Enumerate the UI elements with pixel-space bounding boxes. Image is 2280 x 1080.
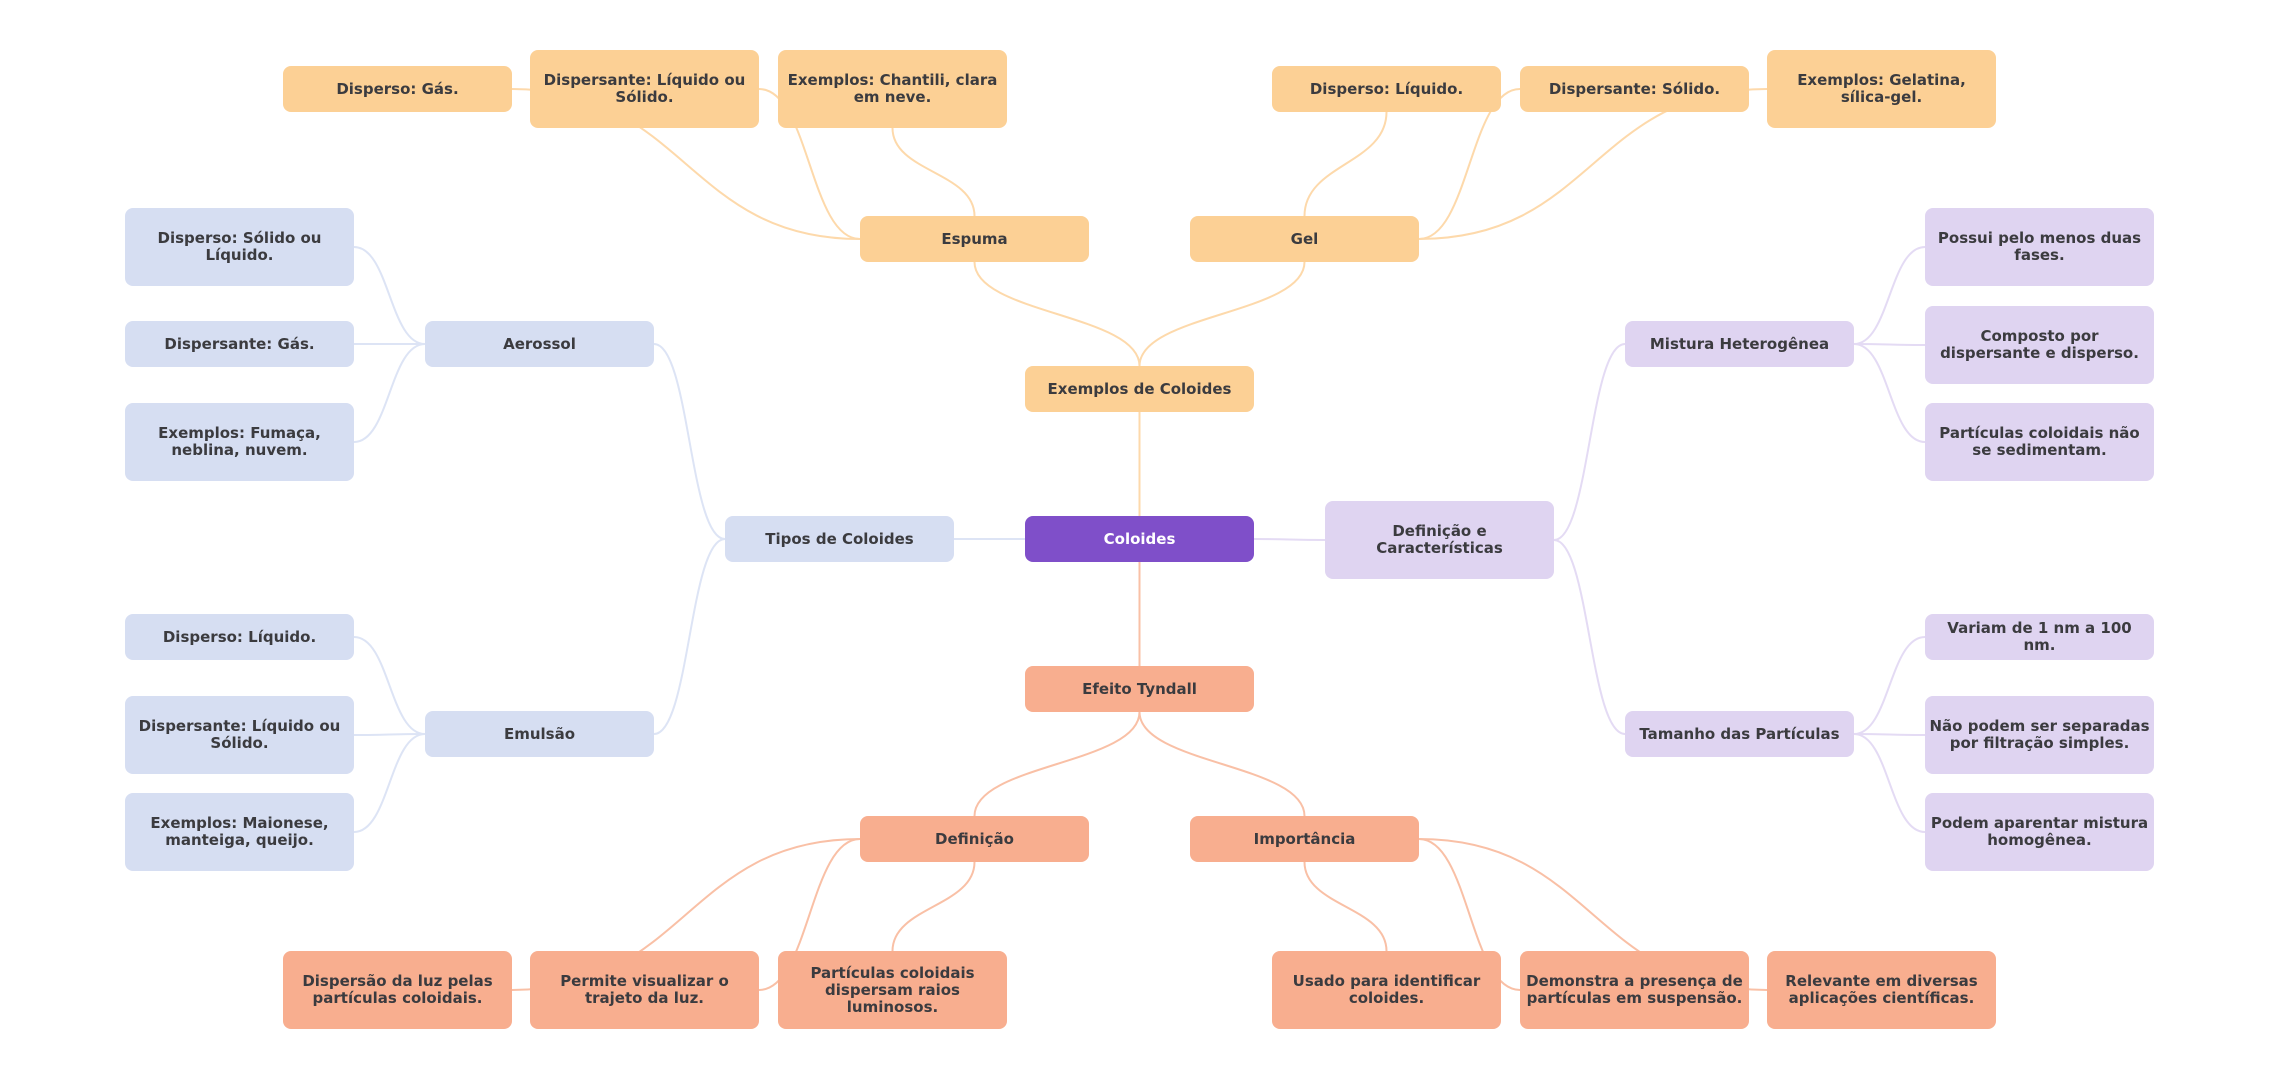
- node-label: Não podem ser separadas por filtração si…: [1929, 717, 2150, 752]
- connector-emulsao-to-emu-1: [353, 636, 426, 735]
- node-definicao[interactable]: Definição: [860, 816, 1089, 862]
- connector-mistura-to-mis-1: [1853, 246, 1926, 345]
- leaf-node-importancia-aplicacoes[interactable]: Relevante em diversas aplicações científ…: [1767, 951, 1996, 1029]
- leaf-node-mistura-fases[interactable]: Possui pelo menos duas fases.: [1925, 208, 2154, 286]
- node-label: Partículas coloidais não se sedimentam.: [1939, 424, 2140, 459]
- node-label: Permite visualizar o trajeto da luz.: [560, 972, 729, 1007]
- branch-node-exemplos-de-coloides[interactable]: Exemplos de Coloides: [1025, 366, 1254, 412]
- connector-exemplos-to-espuma: [973, 261, 1141, 367]
- connector-def-to-tamanho: [1553, 539, 1626, 735]
- leaf-node-mistura-sedimentam[interactable]: Partículas coloidais não se sedimentam.: [1925, 403, 2154, 481]
- node-label: Variam de 1 nm a 100 nm.: [1947, 619, 2132, 654]
- leaf-node-emulsao-disperso[interactable]: Disperso: Líquido.: [125, 614, 354, 660]
- connector-tamanho-to-tam-3: [1853, 733, 1926, 833]
- node-label: Disperso: Sólido ou Líquido.: [157, 229, 322, 264]
- leaf-node-espuma-disperso[interactable]: Disperso: Gás.: [283, 66, 512, 112]
- node-label: Definição: [935, 829, 1014, 848]
- node-label: Composto por dispersante e disperso.: [1940, 327, 2139, 362]
- node-label: Exemplos: Fumaça, neblina, nuvem.: [158, 424, 321, 459]
- node-label: Mistura Heterogênea: [1649, 334, 1830, 353]
- leaf-node-emulsao-exemplos[interactable]: Exemplos: Maionese, manteiga, queijo.: [125, 793, 354, 871]
- connector-tyndall-to-timp: [1138, 711, 1306, 817]
- node-label: Dispersante: Líquido ou Sólido.: [138, 717, 341, 752]
- connector-tipos-to-aerossol: [653, 343, 726, 540]
- connector-tyndall-to-tdef: [973, 711, 1141, 817]
- node-label: Possui pelo menos duas fases.: [1937, 229, 2142, 264]
- leaf-node-tamanho-homogenea[interactable]: Podem aparentar mistura homogênea.: [1925, 793, 2154, 871]
- node-label: Importância: [1253, 829, 1356, 848]
- node-aerossol[interactable]: Aerossol: [425, 321, 654, 367]
- root-node-coloides[interactable]: Coloides: [1025, 516, 1254, 562]
- node-label: Emulsão: [503, 724, 576, 743]
- connector-gel-to-gel-1: [1303, 111, 1388, 217]
- node-label: Partículas coloidais dispersam raios lum…: [810, 963, 975, 1016]
- connector-tamanho-to-tam-2: [1853, 733, 1926, 736]
- leaf-node-tamanho-variam[interactable]: Variam de 1 nm a 100 nm.: [1925, 614, 2154, 660]
- connector-emulsao-to-emu-2: [353, 733, 426, 736]
- node-label: Dispersante: Gás.: [164, 334, 315, 353]
- node-label: Tipos de Coloides: [765, 529, 914, 548]
- branch-node-definicao-e-caracteristicas[interactable]: Definição e Características: [1325, 501, 1554, 579]
- leaf-node-importancia-suspensao[interactable]: Demonstra a presença de partículas em su…: [1520, 951, 1749, 1029]
- node-label: Demonstra a presença de partículas em su…: [1526, 972, 1743, 1007]
- leaf-node-definicao-dispersao[interactable]: Dispersão da luz pelas partículas coloid…: [283, 951, 512, 1029]
- connector-timp-to-timp-1: [1303, 861, 1388, 952]
- node-label: Disperso: Gás.: [336, 79, 459, 98]
- connector-aerossol-to-aer-3: [353, 343, 426, 443]
- leaf-node-importancia-identificar[interactable]: Usado para identificar coloides.: [1272, 951, 1501, 1029]
- branch-node-tipos-de-coloides[interactable]: Tipos de Coloides: [725, 516, 954, 562]
- connector-mistura-to-mis-2: [1853, 343, 1926, 346]
- leaf-node-gel-disperso[interactable]: Disperso: Líquido.: [1272, 66, 1501, 112]
- connector-espuma-to-esp-3: [891, 127, 976, 217]
- leaf-node-gel-dispersante[interactable]: Dispersante: Sólido.: [1520, 66, 1749, 112]
- node-gel[interactable]: Gel: [1190, 216, 1419, 262]
- node-label: Gel: [1290, 229, 1319, 248]
- node-label: Dispersante: Sólido.: [1548, 79, 1721, 98]
- leaf-node-definicao-trajeto[interactable]: Permite visualizar o trajeto da luz.: [530, 951, 759, 1029]
- node-mistura-heterogenea[interactable]: Mistura Heterogênea: [1625, 321, 1854, 367]
- connector-exemplos-to-gel: [1138, 261, 1306, 367]
- connector-root-to-def: [1253, 538, 1326, 541]
- connector-mistura-to-mis-3: [1853, 343, 1926, 443]
- node-label: Relevante em diversas aplicações científ…: [1785, 972, 1978, 1007]
- node-espuma[interactable]: Espuma: [860, 216, 1089, 262]
- connector-emulsao-to-emu-3: [353, 733, 426, 833]
- node-label: Dispersante: Líquido ou Sólido.: [543, 71, 746, 106]
- node-label: Coloides: [1103, 529, 1176, 548]
- connector-aerossol-to-aer-1: [353, 246, 426, 345]
- connector-tipos-to-emulsao: [653, 538, 726, 735]
- leaf-node-espuma-exemplos[interactable]: Exemplos: Chantili, clara em neve.: [778, 50, 1007, 128]
- node-importancia[interactable]: Importância: [1190, 816, 1419, 862]
- leaf-node-aerossol-exemplos[interactable]: Exemplos: Fumaça, neblina, nuvem.: [125, 403, 354, 481]
- leaf-node-aerossol-dispersante[interactable]: Dispersante: Gás.: [125, 321, 354, 367]
- node-label: Usado para identificar coloides.: [1292, 972, 1481, 1007]
- node-label: Espuma: [941, 229, 1008, 248]
- node-label: Aerossol: [503, 334, 576, 353]
- node-label: Exemplos: Chantili, clara em neve.: [787, 71, 998, 106]
- node-label: Definição e Características: [1376, 522, 1503, 557]
- node-label: Dispersão da luz pelas partículas coloid…: [302, 972, 493, 1007]
- node-label: Disperso: Líquido.: [1309, 79, 1464, 98]
- leaf-node-mistura-composto[interactable]: Composto por dispersante e disperso.: [1925, 306, 2154, 384]
- leaf-node-gel-exemplos[interactable]: Exemplos: Gelatina, sílica-gel.: [1767, 50, 1996, 128]
- leaf-node-emulsao-dispersante[interactable]: Dispersante: Líquido ou Sólido.: [125, 696, 354, 774]
- node-label: Exemplos de Coloides: [1047, 379, 1232, 398]
- leaf-node-aerossol-disperso[interactable]: Disperso: Sólido ou Líquido.: [125, 208, 354, 286]
- leaf-node-definicao-raios[interactable]: Partículas coloidais dispersam raios lum…: [778, 951, 1007, 1029]
- node-tamanho-das-particulas[interactable]: Tamanho das Partículas: [1625, 711, 1854, 757]
- node-label: Exemplos: Gelatina, sílica-gel.: [1797, 71, 1966, 106]
- leaf-node-espuma-dispersante[interactable]: Dispersante: Líquido ou Sólido.: [530, 50, 759, 128]
- branch-node-efeito-tyndall[interactable]: Efeito Tyndall: [1025, 666, 1254, 712]
- node-label: Tamanho das Partículas: [1639, 724, 1840, 743]
- leaf-node-tamanho-filtracao[interactable]: Não podem ser separadas por filtração si…: [1925, 696, 2154, 774]
- node-label: Podem aparentar mistura homogênea.: [1930, 814, 2149, 849]
- node-label: Efeito Tyndall: [1082, 679, 1197, 698]
- connector-tdef-to-tdef-3: [891, 861, 976, 952]
- node-label: Exemplos: Maionese, manteiga, queijo.: [150, 814, 329, 849]
- node-label: Disperso: Líquido.: [162, 627, 317, 646]
- connector-def-to-mistura: [1553, 343, 1626, 541]
- node-emulsao[interactable]: Emulsão: [425, 711, 654, 757]
- connector-tamanho-to-tam-1: [1853, 636, 1926, 735]
